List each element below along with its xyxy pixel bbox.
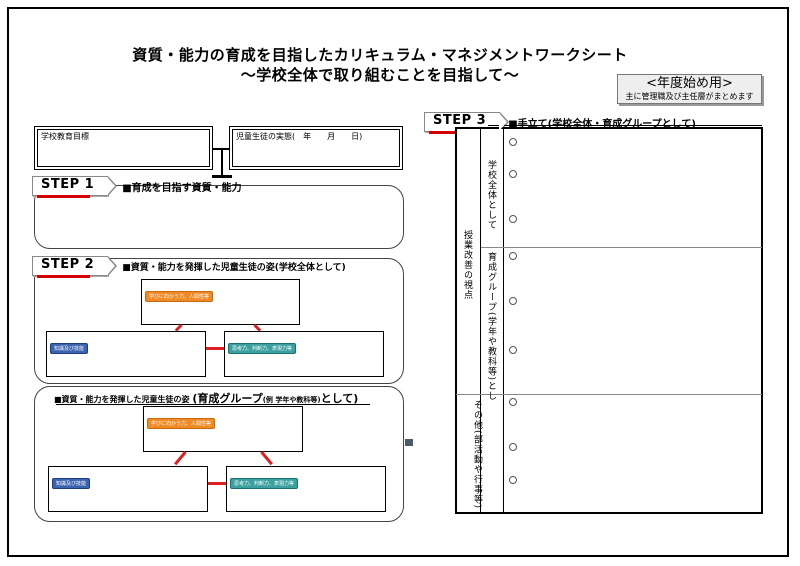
bullet-circle-icon (509, 215, 517, 223)
step2-thinking-box[interactable]: 思考力、判断力、表現力等 (224, 331, 384, 377)
step3-row-divider1 (481, 247, 762, 248)
students-reality-box[interactable]: 児童生徒の実態( 年 月 日) (229, 126, 403, 170)
step3-row2-label: 育成グループ(学年や教科等)とし (486, 252, 496, 402)
step2-thinking-tag: 思考力、判断力、表現力等 (228, 343, 297, 354)
bullet-circle-icon (509, 346, 517, 354)
bullet-circle-icon (509, 398, 517, 406)
step1-header: STEP 1 ■育成を目指す資質・能力 (32, 176, 242, 198)
step2-header: STEP 2 ■資質・能力を発揮した児童生徒の姿(学校全体として) (32, 256, 346, 278)
badge-title: <年度始め用> (646, 76, 733, 91)
step2-tag: STEP 2 (32, 256, 118, 278)
connector-v (221, 148, 223, 176)
step3-underline (488, 125, 762, 126)
step2-link-mid (206, 347, 224, 350)
step3-cell-school[interactable] (504, 128, 762, 247)
step2b-thinking-tag: 思考力、判断力、表現力等 (230, 478, 299, 489)
step3-cell-other[interactable] (504, 395, 762, 513)
bullet-circle-icon (509, 170, 517, 178)
bullet-circle-icon (509, 476, 517, 484)
worksheet-title: 資質・能力の育成を目指したカリキュラム・マネジメントワークシート (132, 46, 628, 64)
step3-row1-label: 学校全体として (486, 160, 496, 230)
bullet-circle-icon (509, 252, 517, 260)
step2b-link-mid (208, 482, 226, 485)
bullet-circle-icon (509, 138, 517, 146)
step3-row-divider2 (456, 394, 762, 395)
step3-cell-group[interactable] (504, 248, 762, 394)
students-reality-label: 児童生徒の実態( 年 月 日) (236, 132, 363, 141)
step3-side-label: 授業改善の視点 (462, 230, 472, 300)
step3-table (455, 127, 763, 514)
bullet-circle-icon (509, 443, 517, 451)
step3-col2 (503, 128, 504, 513)
step2-knowledge-box[interactable]: 知識及び技能 (46, 331, 206, 377)
step2b-knowledge-tag: 知識及び技能 (52, 478, 91, 489)
badge-subtitle: 主に管理職及び主任層がまとめます (625, 92, 754, 101)
step1-label: ■育成を目指す資質・能力 (122, 182, 242, 194)
step3-row3-label: その他(部活動や行事等) (472, 400, 482, 510)
step2b-attitude-tag: 学びに向かう力、人間性等 (147, 418, 216, 429)
worksheet-frame (7, 7, 789, 557)
step2b-underline (56, 404, 370, 405)
school-goal-label: 学校教育目標 (41, 132, 89, 141)
step2-knowledge-tag: 知識及び技能 (50, 343, 89, 354)
school-goal-box[interactable]: 学校教育目標 (34, 126, 213, 170)
worksheet-subtitle: ～学校全体で取り組むことを目指して～ (240, 66, 520, 84)
step2b-thinking-box[interactable]: 思考力、判断力、表現力等 (226, 466, 386, 512)
bullet-circle-icon (509, 297, 517, 305)
marker (405, 439, 413, 446)
step2b-label: ■資質・能力を発揮した児童生徒の姿 (育成グループ(例 学年や教科等)として) (54, 392, 359, 405)
step1-tag: STEP 1 (32, 176, 118, 198)
step2b-knowledge-box[interactable]: 知識及び技能 (48, 466, 208, 512)
step3-col1 (480, 128, 481, 513)
connector-foot (212, 175, 232, 178)
step2-label: ■資質・能力を発揮した児童生徒の姿(学校全体として) (122, 262, 346, 273)
usage-badge: <年度始め用> 主に管理職及び主任層がまとめます (617, 74, 762, 104)
step2-attitude-box[interactable]: 学びに向かう力、人間性等 (141, 279, 300, 325)
step2-attitude-tag: 学びに向かう力、人間性等 (145, 291, 214, 302)
step3-label: ■手立て(学校全体・育成グループとして) (508, 118, 696, 130)
step2b-attitude-box[interactable]: 学びに向かう力、人間性等 (143, 406, 303, 452)
